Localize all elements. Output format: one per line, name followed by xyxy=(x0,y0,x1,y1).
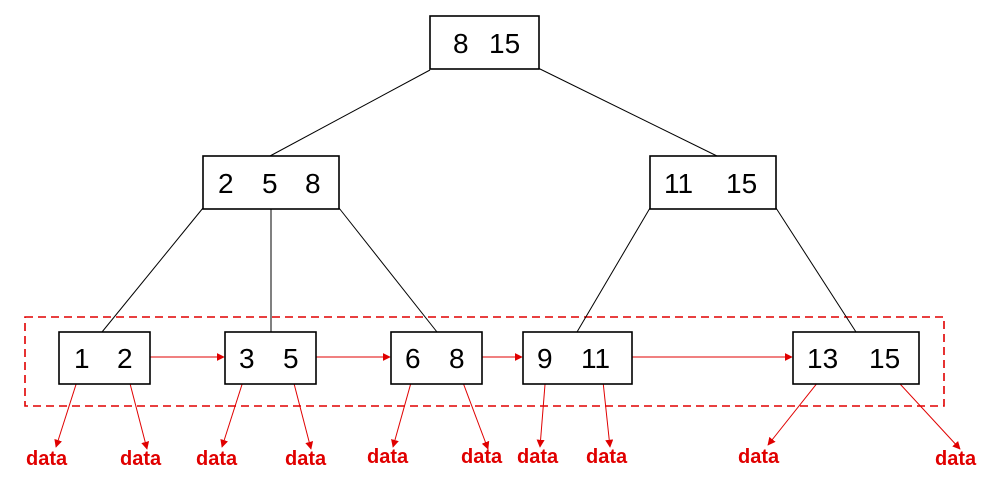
leaf-node-4: 9 11 xyxy=(522,331,633,385)
tree-edges xyxy=(101,67,857,333)
node-key: 6 xyxy=(405,343,421,374)
data-label: data xyxy=(285,448,327,470)
data-pointer xyxy=(290,371,314,450)
data-pointer xyxy=(126,371,150,450)
node-key: 15 xyxy=(726,168,757,199)
node-key: 13 xyxy=(807,343,838,374)
node-key: 9 xyxy=(537,343,553,374)
node-key: 11 xyxy=(664,168,693,199)
node-key: 15 xyxy=(869,343,900,374)
internal-node-right: 11 15 xyxy=(649,155,777,210)
node-key: 11 xyxy=(581,343,610,374)
node-key: 5 xyxy=(283,343,299,374)
data-label: data xyxy=(120,448,162,470)
leaf-node-5: 13 15 xyxy=(792,331,920,385)
node-key: 3 xyxy=(239,343,255,374)
data-pointer xyxy=(888,371,961,450)
edge-internal-leaf-4 xyxy=(576,207,651,333)
data-label: data xyxy=(517,446,559,468)
data-label: data xyxy=(461,446,503,468)
node-key: 5 xyxy=(262,168,278,199)
node-key: 2 xyxy=(117,343,133,374)
leaf-level-frame xyxy=(24,316,945,407)
edge-root-left xyxy=(269,69,431,157)
leaf-node-3: 6 8 xyxy=(390,331,483,385)
data-label: data xyxy=(586,446,628,468)
data-labels: data data data data data data data data … xyxy=(26,446,977,470)
node-key: 2 xyxy=(218,168,234,199)
edge-root-right xyxy=(537,67,718,157)
edge-internal-leaf-1 xyxy=(101,207,204,333)
data-label: data xyxy=(935,448,977,470)
node-key: 1 xyxy=(74,343,90,374)
data-label: data xyxy=(196,448,238,470)
edge-internal-leaf-3 xyxy=(338,207,438,333)
internal-node-left: 2 5 8 xyxy=(202,155,340,210)
node-key: 8 xyxy=(449,343,465,374)
root-node: 8 15 xyxy=(429,15,540,70)
data-pointer xyxy=(458,371,490,450)
data-label: data xyxy=(26,448,68,470)
leaf-node-2: 3 5 xyxy=(224,331,317,385)
leaf-node-1: 1 2 xyxy=(58,331,151,385)
data-label: data xyxy=(367,446,409,468)
node-key: 8 xyxy=(453,28,469,59)
node-key: 8 xyxy=(305,168,321,199)
edge-internal-leaf-5 xyxy=(775,207,857,333)
node-key: 15 xyxy=(489,28,520,59)
data-label: data xyxy=(738,446,780,468)
